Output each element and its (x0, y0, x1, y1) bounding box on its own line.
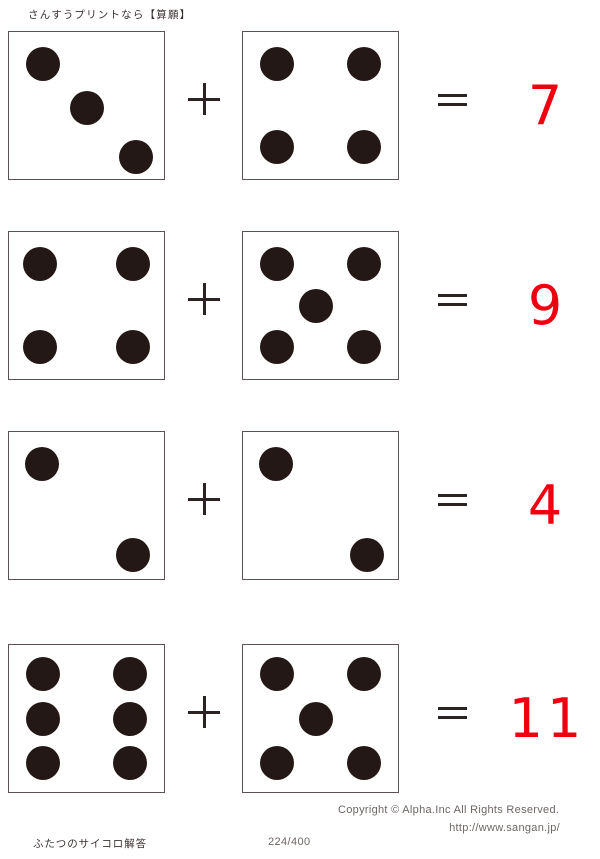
dice-left (8, 31, 165, 180)
dice-right (242, 431, 399, 580)
dice-pip (346, 745, 381, 780)
dice-pip (346, 657, 381, 692)
dice-pip (260, 247, 295, 282)
plus-operator-icon (188, 83, 220, 115)
dice-pip (119, 139, 154, 174)
dice-pip (112, 745, 147, 780)
dice-pip (346, 129, 381, 164)
footer-worksheet-label: ふたつのサイコロ解答 (33, 838, 147, 850)
page-header-title: さんすうプリントなら【算願】 (28, 9, 192, 21)
dice-pip (26, 47, 61, 82)
plus-operator-icon (188, 283, 220, 315)
problem-row: 11 (0, 644, 600, 794)
dice-pip (69, 91, 104, 126)
plus-operator-icon (188, 696, 220, 728)
dice-pip (26, 745, 61, 780)
answer-value: 7 (527, 74, 567, 137)
dice-pip (298, 701, 333, 736)
answer-value: 11 (508, 687, 586, 750)
dice-pip (346, 329, 381, 364)
dice-pip (26, 657, 61, 692)
problem-row: 4 (0, 431, 600, 581)
dice-pip (24, 447, 59, 482)
dice-pip (116, 329, 150, 364)
dice-right (242, 31, 399, 180)
dice-right (242, 644, 399, 793)
problem-row: 9 (0, 231, 600, 381)
dice-left (8, 431, 165, 580)
dice-left (8, 231, 165, 380)
dice-pip (112, 657, 147, 692)
dice-pip (346, 247, 381, 282)
answer-value: 4 (527, 474, 567, 537)
footer-page-number: 224/400 (268, 836, 311, 848)
dice-pip (26, 701, 61, 736)
plus-operator-icon (188, 483, 220, 515)
problem-row: 7 (0, 31, 600, 181)
dice-pip (260, 745, 295, 780)
dice-left (8, 644, 165, 793)
dice-pip (116, 538, 150, 573)
dice-pip (23, 329, 57, 364)
dice-pip (23, 247, 57, 282)
equals-operator-icon (438, 291, 467, 307)
dice-pip (298, 288, 333, 323)
answer-value: 9 (527, 274, 567, 337)
dice-pip (260, 129, 295, 164)
equals-operator-icon (438, 91, 467, 107)
dice-pip (350, 538, 384, 573)
equals-operator-icon (438, 491, 467, 507)
dice-pip (346, 47, 381, 82)
dice-right (242, 231, 399, 380)
footer-url: http://www.sangan.jp/ (449, 822, 560, 834)
dice-pip (112, 701, 147, 736)
equals-operator-icon (438, 704, 467, 720)
dice-pip (260, 657, 295, 692)
dice-pip (260, 329, 295, 364)
dice-pip (258, 447, 293, 482)
dice-pip (260, 47, 295, 82)
dice-pip (116, 247, 150, 282)
footer-copyright: Copyright © Alpha.Inc All Rights Reserve… (338, 804, 560, 816)
